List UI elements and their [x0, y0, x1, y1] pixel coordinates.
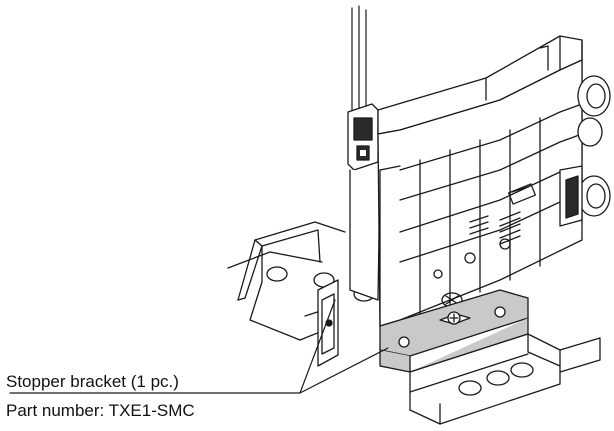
- din-rail-lower: [409, 333, 601, 425]
- callout-leader: [9, 299, 389, 394]
- rail-slot-hole: [266, 266, 288, 282]
- callout-label-part-number: Part number: TXE1-SMC: [6, 401, 195, 420]
- manifold-body: [377, 35, 583, 327]
- leader-to-right-bracket: [299, 347, 389, 394]
- leader-to-left-bracket: [299, 299, 336, 394]
- rail-slot-hole: [510, 362, 534, 378]
- stopper-bracket-left: [317, 279, 339, 367]
- callout-label-stopper-bracket: Stopper bracket (1 pc.): [6, 372, 179, 391]
- valve-solenoid: [347, 5, 381, 301]
- rail-slot-hole: [458, 380, 482, 396]
- push-in-fittings: [559, 75, 611, 227]
- stopper-bracket-right: [379, 289, 529, 373]
- rail-slot-hole: [486, 370, 510, 386]
